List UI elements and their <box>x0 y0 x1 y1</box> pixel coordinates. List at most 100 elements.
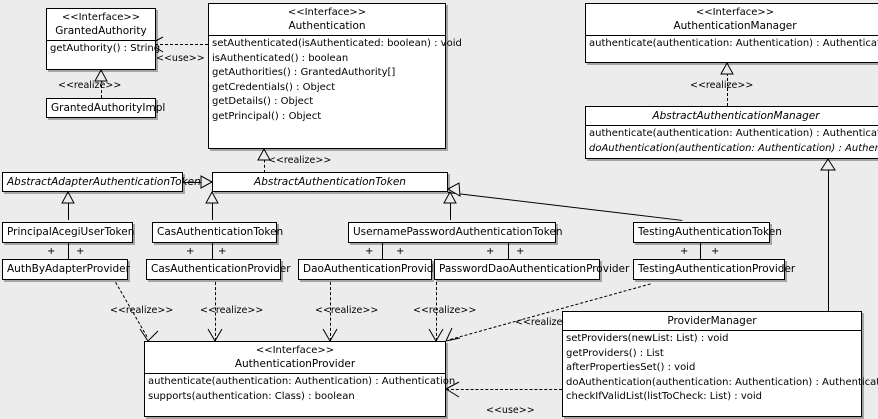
class-name-label: AbstractAuthenticationManager <box>652 110 820 122</box>
label-realize-granted-authority-impl: <<realize>> <box>58 80 122 91</box>
realize-link-password-dao-authentication-provider <box>436 282 437 341</box>
operations-compartment: setProviders(newList: List) : void getPr… <box>563 331 878 406</box>
operation-row: checkIfValidList(listToCheck: List) : vo… <box>566 391 763 402</box>
operation-row: setAuthenticated(isAuthenticated: boolea… <box>212 38 462 49</box>
multiplicity-cas-left: + <box>186 246 195 257</box>
divider <box>563 330 861 331</box>
class-name-label: TestingAuthenticationProvider <box>638 263 796 275</box>
class-box-cas-authentication-token[interactable]: CasAuthenticationToken <box>152 222 283 243</box>
association-link-testing-token-to-testing-provider <box>700 243 701 259</box>
class-box-authentication-provider[interactable]: <<Interface>> AuthenticationProvider aut… <box>144 341 456 417</box>
class-name-label: AbstractAuthenticationToken <box>254 176 406 188</box>
class-box-password-dao-authentication-provider[interactable]: PasswordDaoAuthenticationProvider <box>434 259 630 280</box>
operations-compartment: authenticate(authentication: Authenticat… <box>586 126 878 157</box>
class-header-principal-acegi-user-token: PrincipalAcegiUserToken <box>3 223 135 241</box>
class-header-abstract-authentication-token: AbstractAuthenticationToken <box>213 173 447 191</box>
operation-row: doAuthentication(authentication: Authent… <box>589 142 878 154</box>
operation-row: getPrincipal() : Object <box>212 110 322 122</box>
label-realize-abstract-authentication-token: <<realize>> <box>268 155 332 166</box>
class-name-label: AuthenticationProvider <box>234 358 356 370</box>
class-box-testing-authentication-provider[interactable]: TestingAuthenticationProvider <box>633 259 796 280</box>
multiplicity-username-left: + <box>365 246 374 257</box>
class-header-testing-authentication-token: TestingAuthenticationToken <box>634 223 782 241</box>
class-box-dao-authentication-provider[interactable]: DaoAuthenticationProvider <box>298 259 444 280</box>
realize-link-abstract-authentication-manager <box>727 63 728 106</box>
association-link-cas-token-to-cas-provider <box>212 243 213 259</box>
label-use-authentication-granted-authority: <<use>> <box>156 53 205 64</box>
class-header-provider-manager: ProviderManager <box>563 312 861 330</box>
generalization-link-cas-authentication-token <box>212 192 213 220</box>
operations-compartment: authenticate(authentication: Authenticat… <box>586 36 878 53</box>
class-box-authentication[interactable]: <<Interface>> Authentication setAuthenti… <box>208 3 462 149</box>
class-box-granted-authority[interactable]: <<Interface>> GrantedAuthority getAuthor… <box>46 8 161 70</box>
operations-compartment: setAuthenticated(isAuthenticated: boolea… <box>209 36 462 125</box>
class-box-authentication-manager[interactable]: <<Interface>> AuthenticationManager auth… <box>585 3 878 63</box>
multiplicity-testing-right: + <box>711 246 720 257</box>
multiplicity-username-right2: + <box>516 246 525 257</box>
realize-link-dao-authentication-provider <box>330 282 331 341</box>
class-box-username-password-authentication-token[interactable]: UsernamePasswordAuthenticationToken <box>348 222 563 243</box>
operations-compartment: getAuthority() : String <box>47 41 161 58</box>
generalization-link-provider-manager <box>828 170 829 311</box>
operation-row: authenticate(authentication: Authenticat… <box>589 128 878 139</box>
operation-row: authenticate(authentication: Authenticat… <box>148 376 456 387</box>
class-header-cas-authentication-token: CasAuthenticationToken <box>153 223 283 241</box>
class-box-provider-manager[interactable]: ProviderManager setProviders(newList: Li… <box>562 311 878 417</box>
class-header-authentication-manager: <<Interface>> AuthenticationManager <box>586 4 878 35</box>
generalization-link-testing-authentication-token <box>447 192 683 221</box>
divider <box>145 373 445 374</box>
generalization-link-username-password-token <box>450 192 451 220</box>
operation-row: authenticate(authentication: Authenticat… <box>589 38 878 49</box>
label-realize-dao-authentication-provider: <<realize>> <box>315 305 379 316</box>
class-name-label: TestingAuthenticationToken <box>638 226 782 238</box>
class-box-abstract-authentication-manager[interactable]: AbstractAuthenticationManager authentica… <box>585 106 878 159</box>
association-link-principal-to-authbyadapter <box>68 243 69 259</box>
class-header-testing-authentication-provider: TestingAuthenticationProvider <box>634 260 796 278</box>
class-header-auth-by-adapter-provider: AuthByAdapterProvider <box>3 260 130 278</box>
operation-row: supports(authentication: Class) : boolea… <box>148 390 355 402</box>
divider <box>586 125 878 126</box>
class-name-label: CasAuthenticationProvider <box>151 263 291 275</box>
multiplicity-testing-left: + <box>680 246 689 257</box>
label-realize-cas-authentication-provider: <<realize>> <box>200 305 264 316</box>
class-name-label: AuthenticationManager <box>673 20 797 32</box>
multiplicity-principal-left: + <box>47 246 56 257</box>
class-header-granted-authority: <<Interface>> GrantedAuthority <box>47 9 155 40</box>
stereotype-label: <<Interface>> <box>255 345 335 356</box>
stereotype-label: <<Interface>> <box>61 12 141 23</box>
divider <box>47 40 155 41</box>
class-box-testing-authentication-token[interactable]: TestingAuthenticationToken <box>633 222 782 243</box>
class-header-username-password-authentication-token: UsernamePasswordAuthenticationToken <box>349 223 563 241</box>
class-header-authentication: <<Interface>> Authentication <box>209 4 445 35</box>
class-header-authentication-provider: <<Interface>> AuthenticationProvider <box>145 342 445 373</box>
generalization-link-abstract-adapter-token <box>182 182 212 183</box>
realize-link-granted-authority-impl <box>101 70 102 98</box>
class-name-label: UsernamePasswordAuthenticationToken <box>353 226 563 238</box>
generalization-triangle-provider-manager <box>820 158 836 171</box>
operation-row: getAuthority() : String <box>50 43 161 54</box>
class-box-abstract-adapter-authentication-token[interactable]: AbstractAdapterAuthenticationToken <box>2 172 201 192</box>
operation-row: getAuthorities() : GrantedAuthority[] <box>212 67 396 78</box>
class-name-label: PrincipalAcegiUserToken <box>7 226 135 238</box>
operation-row: setProviders(newList: List) : void <box>566 333 729 344</box>
stereotype-label: <<Interface>> <box>695 7 775 18</box>
class-name-label: Authentication <box>288 20 366 32</box>
label-realize-testing-authentication-provider: <<realize>> <box>515 317 579 328</box>
multiplicity-principal-right: + <box>76 246 85 257</box>
class-name-label: PasswordDaoAuthenticationProvider <box>439 263 630 275</box>
class-header-cas-authentication-provider: CasAuthenticationProvider <box>147 260 291 278</box>
class-box-cas-authentication-provider[interactable]: CasAuthenticationProvider <box>146 259 291 280</box>
class-header-granted-authority-impl: GrantedAuthorityImpl <box>47 99 165 117</box>
use-link-authentication-granted-authority <box>150 44 208 45</box>
class-box-granted-authority-impl[interactable]: GrantedAuthorityImpl <box>46 98 165 118</box>
association-link-username-to-dao-provider <box>382 243 383 259</box>
multiplicity-cas-right: + <box>218 246 227 257</box>
operation-row: getProviders() : List <box>566 347 664 359</box>
operation-row: doAuthentication(authentication: Authent… <box>566 376 878 388</box>
class-box-principal-acegi-user-token[interactable]: PrincipalAcegiUserToken <box>2 222 135 243</box>
operations-compartment: authenticate(authentication: Authenticat… <box>145 374 456 405</box>
class-name-label: AbstractAdapterAuthenticationToken <box>7 176 201 188</box>
class-box-abstract-authentication-token[interactable]: AbstractAuthenticationToken <box>212 172 448 192</box>
class-box-auth-by-adapter-provider[interactable]: AuthByAdapterProvider <box>2 259 130 280</box>
